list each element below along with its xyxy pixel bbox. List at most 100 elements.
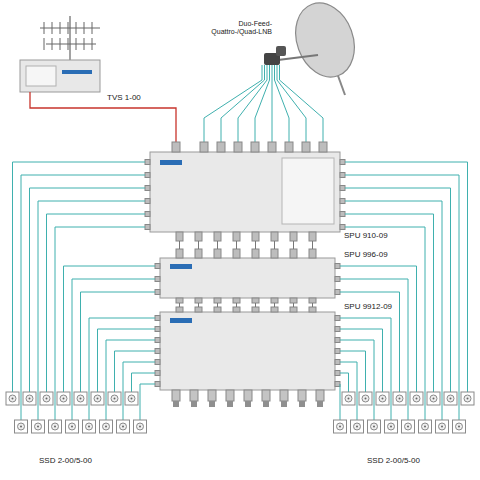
output-connector — [335, 360, 340, 365]
wall-outlet — [6, 392, 19, 405]
terminator-cap — [281, 401, 287, 407]
antenna-element — [52, 38, 53, 50]
wall-outlet — [108, 392, 121, 405]
outlet-socket — [447, 395, 454, 402]
output-connector — [155, 382, 160, 387]
callout-label: SPU 9912-09 — [343, 302, 393, 311]
output-connector — [335, 327, 340, 332]
satellite-dish — [286, 0, 365, 85]
outlet-socket — [396, 395, 403, 402]
output-cable — [30, 188, 146, 392]
outlet-socket — [379, 395, 386, 402]
terminator-cap — [191, 401, 197, 407]
output-connector — [340, 199, 345, 204]
output-connector — [335, 290, 340, 295]
output-cable — [340, 362, 357, 420]
output-connector — [214, 232, 221, 241]
output-cable — [345, 162, 468, 392]
outlet-pin — [20, 426, 22, 428]
input-connector — [234, 142, 242, 152]
wall-outlet — [100, 420, 113, 433]
output-cable — [89, 318, 155, 420]
output-cable — [340, 340, 374, 420]
output-connector — [335, 338, 340, 343]
terminator — [262, 390, 270, 401]
terminator-cap — [173, 401, 179, 407]
wall-outlet — [359, 392, 372, 405]
output-connector — [155, 316, 160, 321]
output-cable — [47, 214, 146, 392]
output-connector — [155, 360, 160, 365]
antenna-element — [76, 22, 77, 34]
brand-logo — [170, 318, 192, 323]
output-cable — [340, 384, 341, 420]
output-connector — [340, 173, 345, 178]
outlet-socket — [413, 395, 420, 402]
output-connector — [155, 349, 160, 354]
outlet-pin — [348, 398, 350, 400]
outlet-socket — [405, 423, 412, 430]
outlet-pin — [433, 398, 435, 400]
wall-outlet — [410, 392, 423, 405]
wall-outlet — [57, 392, 70, 405]
callout-label: Duo-Feed- Quattro-/Quad-LNB — [203, 20, 273, 36]
outlet-pin — [450, 398, 452, 400]
lnb-cable — [255, 65, 270, 142]
output-connector — [155, 277, 160, 282]
terminator-cap — [263, 401, 269, 407]
output-connector — [176, 232, 183, 241]
outlet-pin — [122, 426, 124, 428]
outlet-pin — [416, 398, 418, 400]
terrestrial-antenna — [40, 16, 100, 60]
outlet-socket — [354, 423, 361, 430]
input-connector — [285, 142, 293, 152]
input-connector — [271, 249, 278, 258]
output-cable — [340, 266, 417, 392]
outlet-pin — [105, 426, 107, 428]
input-connector — [268, 142, 276, 152]
output-connector — [340, 212, 345, 217]
output-cable — [345, 175, 459, 420]
output-connector — [195, 298, 202, 303]
antenna-element — [76, 38, 77, 50]
outlet-pin — [373, 426, 375, 428]
multiswitch-housing — [160, 312, 335, 390]
lnb — [276, 46, 286, 56]
outlet-pin — [139, 426, 141, 428]
outlet-socket — [52, 423, 59, 430]
output-connector — [252, 298, 259, 303]
wall-outlet — [134, 420, 147, 433]
input-connector — [195, 249, 202, 258]
output-connector — [155, 338, 160, 343]
outlet-socket — [464, 395, 471, 402]
input-connector — [319, 142, 327, 152]
output-cable — [64, 266, 156, 392]
antenna-element — [60, 22, 61, 34]
output-connector — [252, 232, 259, 241]
jumper-cable — [274, 241, 275, 249]
input-connector — [309, 249, 316, 258]
output-cable — [21, 175, 145, 420]
output-connector — [145, 160, 150, 165]
output-cable — [13, 162, 146, 392]
output-cable — [106, 340, 155, 420]
jumper-cable — [312, 241, 313, 249]
terminator — [190, 390, 198, 401]
outlet-socket — [103, 423, 110, 430]
wall-outlet — [40, 392, 53, 405]
lnb-cable — [204, 65, 262, 142]
outlet-pin — [382, 398, 384, 400]
antenna-boom — [46, 43, 96, 44]
wall-outlet — [125, 392, 138, 405]
outlet-socket — [9, 395, 16, 402]
jumper-cable — [255, 303, 256, 307]
wall-outlet — [368, 420, 381, 433]
outlet-pin — [390, 426, 392, 428]
terrestrial-cable — [30, 92, 176, 142]
antenna-element — [84, 38, 85, 50]
wall-outlet — [402, 420, 415, 433]
terminator-cap — [227, 401, 233, 407]
outlet-socket — [345, 395, 352, 402]
input-connector — [195, 307, 202, 312]
